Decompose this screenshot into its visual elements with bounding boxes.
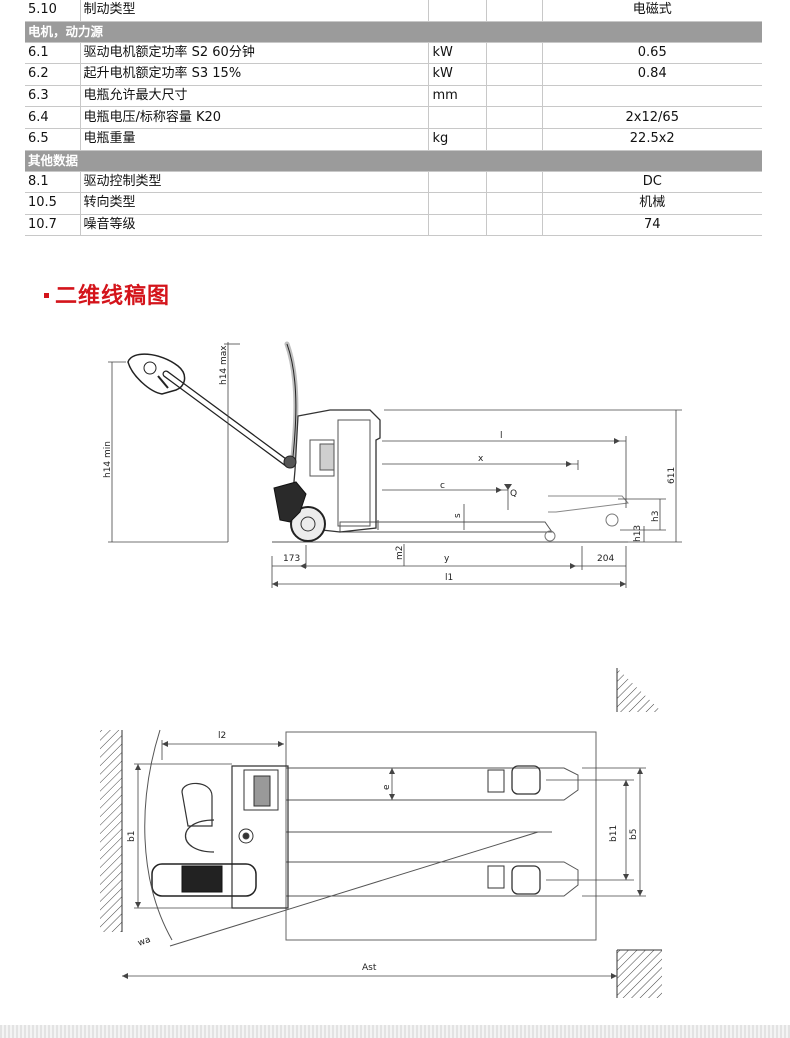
cell-value: 2x12/65 [542, 106, 762, 129]
cell-label: 转向类型 [80, 192, 429, 215]
cell-code: 6.5 [25, 128, 81, 151]
section-title: 电机，动力源 [25, 21, 762, 43]
cell-unit [428, 171, 487, 194]
dim-b5: b5 [629, 829, 639, 840]
heading-text: 二维线稿图 [55, 284, 171, 309]
cell-label: 噪音等级 [80, 214, 429, 237]
dim-h14min: h14 min [103, 441, 113, 478]
cell-code: 6.2 [25, 63, 81, 86]
heading-bullet-icon [44, 292, 49, 298]
dim-h3: h3 [651, 511, 661, 522]
cell-value: 74 [542, 214, 762, 237]
top-view-dimensions [122, 740, 646, 977]
cell-code: 10.7 [25, 214, 81, 237]
dim-c: c [440, 481, 445, 491]
table-section-header: 电机，动力源 [25, 21, 762, 43]
side-view-labels: h14 max h14 min l x c Q s h3 h13 611 m2 … [103, 345, 677, 583]
cell-code: 10.5 [25, 192, 81, 215]
cell-empty [486, 85, 543, 108]
cell-label: 制动类型 [80, 0, 429, 22]
dim-y: y [444, 554, 450, 564]
cell-code: 6.3 [25, 85, 81, 108]
dim-h13: h13 [633, 525, 643, 542]
cell-label: 驱动控制类型 [80, 171, 429, 194]
side-view-drawing [127, 341, 629, 543]
cell-empty [486, 128, 543, 151]
dim-q: Q [510, 489, 517, 499]
dim-e: e [382, 784, 392, 790]
cell-unit [428, 0, 487, 22]
dim-m2: m2 [395, 546, 405, 561]
dim-l2: l2 [218, 731, 226, 741]
dim-s: s [453, 513, 463, 518]
cell-value: 机械 [542, 192, 762, 215]
dim-h14max: h14 max [219, 345, 229, 385]
dim-l: l [500, 431, 503, 441]
cell-value [542, 85, 762, 108]
cell-label: 驱动电机额定功率 S2 60分钟 [80, 42, 429, 65]
dim-173: 173 [283, 554, 300, 564]
dim-b11: b11 [609, 825, 619, 842]
cell-code: 6.1 [25, 42, 81, 65]
cell-label: 电瓶允许最大尺寸 [80, 85, 429, 108]
cell-value: 电磁式 [542, 0, 762, 22]
cell-unit [428, 106, 487, 129]
cell-empty [486, 171, 543, 194]
cell-value: 22.5x2 [542, 128, 762, 151]
dim-ast: Ast [362, 963, 377, 973]
top-view-drawing [100, 668, 662, 998]
cell-unit: kW [428, 42, 487, 65]
cell-unit [428, 192, 487, 215]
cell-value: 0.65 [542, 42, 762, 65]
footer-divider [0, 1025, 790, 1038]
dim-x: x [478, 454, 484, 464]
cell-unit: kg [428, 128, 487, 151]
table-section-header: 其他数据 [25, 150, 762, 172]
cell-empty [486, 106, 543, 129]
cell-empty [486, 63, 543, 86]
cell-empty [486, 214, 543, 237]
dim-l1: l1 [445, 573, 453, 583]
cell-unit [428, 214, 487, 237]
cell-value: DC [542, 171, 762, 194]
dim-b1: b1 [127, 831, 137, 842]
cell-empty [486, 0, 543, 22]
cell-code: 8.1 [25, 171, 81, 194]
cell-unit: kW [428, 63, 487, 86]
cell-empty [486, 42, 543, 65]
cell-label: 电瓶电压/标称容量 K20 [80, 106, 429, 129]
cell-code: 5.10 [25, 0, 81, 22]
cell-empty [486, 192, 543, 215]
dim-204: 204 [597, 554, 614, 564]
cell-label: 起升电机额定功率 S3 15% [80, 63, 429, 86]
side-view-dimensions [108, 342, 682, 588]
cell-label: 电瓶重量 [80, 128, 429, 151]
dim-611: 611 [667, 467, 677, 484]
top-view-labels: l2 e b1 b11 b5 wa Ast [127, 731, 639, 973]
cell-code: 6.4 [25, 106, 81, 129]
section-heading: 二维线稿图 [44, 278, 170, 310]
section-title: 其他数据 [25, 150, 762, 172]
dim-wa: wa [137, 935, 153, 949]
cell-value: 0.84 [542, 63, 762, 86]
cell-unit: mm [428, 85, 487, 108]
